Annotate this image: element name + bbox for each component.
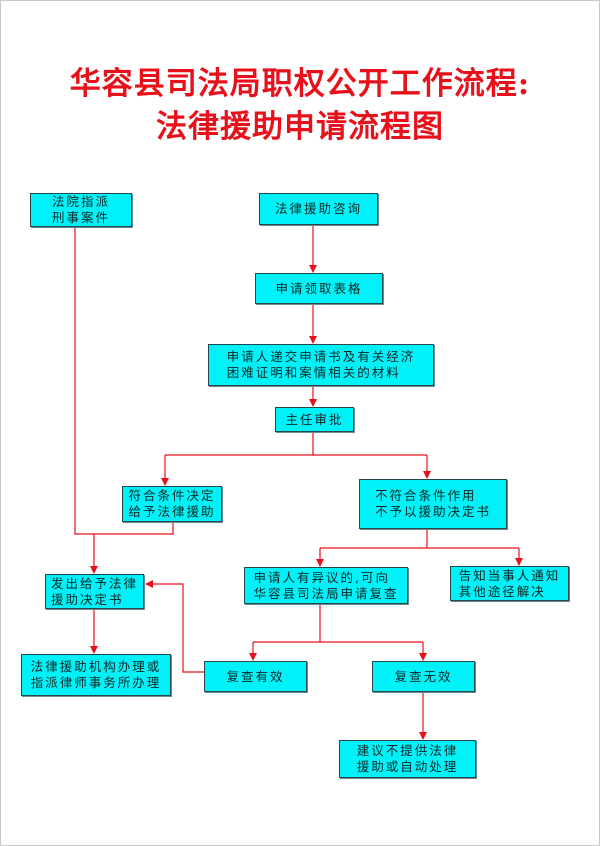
line-not-qualify-branch bbox=[320, 529, 519, 549]
box-label: 申请领取表格 bbox=[275, 280, 363, 296]
title-line-1: 华容县司法局职权公开工作流程: bbox=[69, 66, 531, 102]
box-label: 主任审批 bbox=[285, 411, 344, 427]
arrow-valid-to-issue bbox=[145, 580, 204, 673]
box-director-approve: 主任审批 bbox=[275, 407, 354, 432]
box-not-qualify: 不符合条件作用 不予以援助决定书 bbox=[359, 479, 507, 529]
line-court-down bbox=[74, 227, 174, 535]
box-get-form: 申请领取表格 bbox=[255, 273, 383, 304]
box-label: 不符合条件作用 不予以援助决定书 bbox=[374, 488, 491, 519]
box-label: 复查无效 bbox=[394, 668, 453, 684]
box-label: 发出给予法律 援助决定书 bbox=[50, 575, 138, 607]
box-review-valid: 复查有效 bbox=[204, 661, 307, 692]
line-objection-branch bbox=[253, 604, 423, 643]
box-label: 法律援助咨询 bbox=[274, 201, 362, 216]
box-handle-case: 法律援助机构办理或 指派律师事务所办理 bbox=[21, 654, 171, 696]
box-label: 符合条件决定 给予法律援助 bbox=[128, 488, 216, 519]
box-label: 告知当事人通知 其他途径解决 bbox=[458, 567, 561, 599]
box-label: 建议不提供法律 援助或自动处理 bbox=[356, 743, 459, 774]
box-label: 申请人有异议的,可向 华容县司法局申请复查 bbox=[253, 569, 399, 601]
box-label: 法律援助机构办理或 指派律师事务所办理 bbox=[30, 659, 162, 690]
box-court-assign: 法院指派 刑事案件 bbox=[30, 193, 132, 227]
line-approve-branch bbox=[165, 432, 427, 456]
box-label: 申请人递交申请书及有关经济 困难证明和案情相关的材料 bbox=[226, 349, 416, 380]
box-notify-party: 告知当事人通知 其他途径解决 bbox=[450, 566, 569, 601]
box-suggest-no-aid: 建议不提供法律 援助或自动处理 bbox=[339, 740, 476, 778]
box-submit-materials: 申请人递交申请书及有关经济 困难证明和案情相关的材料 bbox=[208, 344, 434, 386]
box-label: 复查有效 bbox=[226, 668, 285, 684]
box-issue-decision: 发出给予法律 援助决定书 bbox=[45, 574, 144, 609]
box-label: 法院指派 刑事案件 bbox=[51, 194, 110, 225]
box-objection-review: 申请人有异议的,可向 华容县司法局申请复查 bbox=[244, 567, 408, 604]
box-consult: 法律援助咨询 bbox=[259, 193, 378, 225]
box-review-invalid: 复查无效 bbox=[372, 661, 475, 692]
box-qualify: 符合条件决定 给予法律援助 bbox=[122, 486, 222, 522]
title-line-2: 法律援助申请流程图 bbox=[156, 109, 444, 145]
